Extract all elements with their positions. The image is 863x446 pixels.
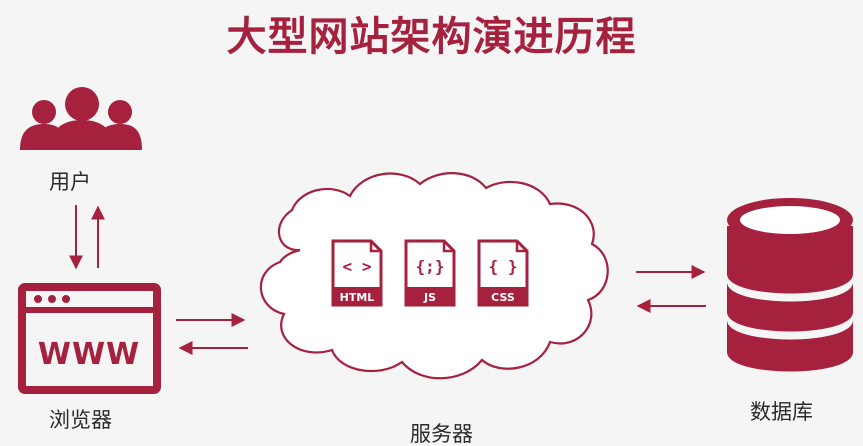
users-label: 用户 — [49, 170, 91, 194]
database-label: 数据库 — [750, 400, 813, 424]
css-file-icon: { } CSS — [477, 239, 529, 307]
css-file-label: CSS — [491, 291, 515, 304]
html-file-glyph: < > — [343, 257, 372, 276]
js-file-label: JS — [423, 291, 436, 304]
cloud-icon — [259, 172, 609, 380]
database-cylinder-icon — [727, 198, 853, 372]
js-file-glyph: {;} — [416, 257, 445, 276]
browser-window-icon: WWW — [18, 283, 161, 394]
server-label: 服务器 — [410, 422, 473, 446]
page-title: 大型网站架构演进历程 — [226, 14, 637, 60]
browser-screen-text: WWW — [38, 337, 140, 372]
html-file-label: HTML — [340, 291, 375, 304]
users-group-icon — [20, 87, 142, 150]
js-file-icon: {;} JS — [404, 239, 456, 307]
browser-label: 浏览器 — [49, 408, 112, 432]
html-file-icon: < > HTML — [331, 239, 383, 307]
css-file-glyph: { } — [489, 257, 518, 276]
